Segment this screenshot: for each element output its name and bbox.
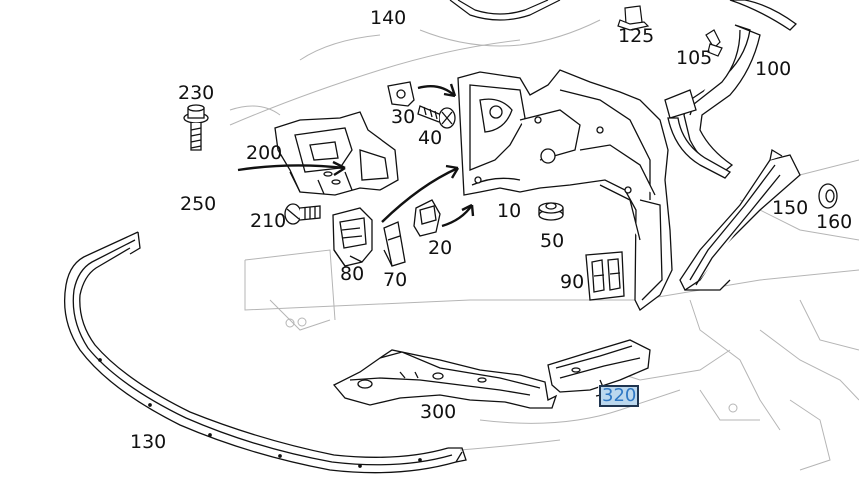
part-30-clip (387, 81, 415, 107)
part-150-strut (679, 148, 801, 291)
part-130-seal-strip (63, 231, 467, 474)
callout-125[interactable]: 125 (618, 25, 655, 47)
callout-320-selected[interactable]: 320 (599, 385, 640, 407)
callout-160[interactable]: 160 (816, 211, 853, 233)
part-100-seal (664, 0, 797, 179)
part-70-clip (383, 221, 406, 267)
callout-100[interactable]: 100 (755, 58, 792, 80)
part-210-screw (284, 203, 321, 225)
part-80-bracket (332, 207, 373, 267)
callout-90[interactable]: 90 (560, 271, 585, 293)
part-40-screw (417, 105, 456, 129)
callout-10[interactable]: 10 (497, 200, 522, 222)
callout-200[interactable]: 200 (246, 142, 283, 164)
part-230-bolt (183, 104, 209, 151)
callout-150[interactable]: 150 (772, 197, 809, 219)
callout-230[interactable]: 230 (178, 82, 215, 104)
callout-20[interactable]: 20 (428, 237, 453, 259)
callout-250[interactable]: 250 (180, 193, 217, 215)
part-160-grommet (818, 183, 838, 209)
callout-130[interactable]: 130 (130, 431, 167, 453)
part-20-plug (413, 199, 441, 237)
callout-210[interactable]: 210 (250, 210, 287, 232)
part-10-wheelhouse (457, 69, 673, 311)
part-140-drawing (449, 0, 561, 21)
callout-140[interactable]: 140 (370, 7, 407, 29)
callout-40[interactable]: 40 (418, 127, 443, 149)
part-125-clip (617, 5, 650, 31)
part-50-nut (538, 202, 564, 221)
callout-70[interactable]: 70 (383, 269, 408, 291)
part-200-bracket (274, 111, 399, 196)
part-105-clips (705, 29, 723, 57)
part-300-rail (332, 349, 558, 409)
callout-105[interactable]: 105 (676, 47, 713, 69)
assembly-arrows (237, 83, 475, 228)
callout-30[interactable]: 30 (391, 106, 416, 128)
callout-300[interactable]: 300 (420, 401, 457, 423)
callout-80[interactable]: 80 (340, 263, 365, 285)
callout-50[interactable]: 50 (540, 230, 565, 252)
part-90-bracket (585, 251, 625, 301)
